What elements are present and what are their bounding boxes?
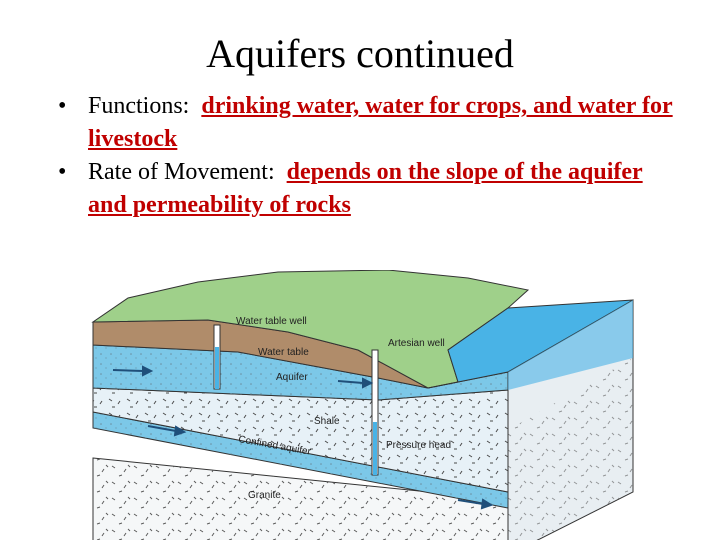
label-artesian-well: Artesian well — [388, 338, 445, 349]
bullet-dot-icon: • — [58, 159, 67, 185]
bullet-list: • Functions: drinking water, water for c… — [58, 90, 678, 222]
label-aquifer: Aquifer — [276, 372, 308, 383]
bullet-dot-icon: • — [58, 93, 67, 119]
bullet-highlight: drinking water, water for crops, and wat… — [88, 93, 673, 152]
slide-title: Aquifers continued — [206, 31, 514, 76]
aquifer-diagram: Water table well Artesian well Water tab… — [88, 270, 720, 540]
bullet-functions: • Functions: drinking water, water for c… — [58, 90, 678, 156]
label-shale: Shale — [314, 416, 340, 427]
bullet-rate-of-movement: • Rate of Movement: depends on the slope… — [58, 156, 678, 222]
aquifer-cross-section: Water table well Artesian well Water tab… — [91, 270, 634, 540]
label-water-table: Water table — [258, 347, 309, 358]
bullet-label: Functions: — [88, 93, 190, 119]
bullet-label: Rate of Movement: — [88, 159, 275, 185]
label-pressure-head: Pressure head — [386, 440, 451, 451]
flow-arrow-icon — [112, 365, 494, 510]
label-granite: Granite — [248, 490, 281, 501]
bullet-highlight: depends on the slope of the aquifer and … — [88, 159, 643, 218]
label-water-table-well: Water table well — [236, 316, 307, 327]
